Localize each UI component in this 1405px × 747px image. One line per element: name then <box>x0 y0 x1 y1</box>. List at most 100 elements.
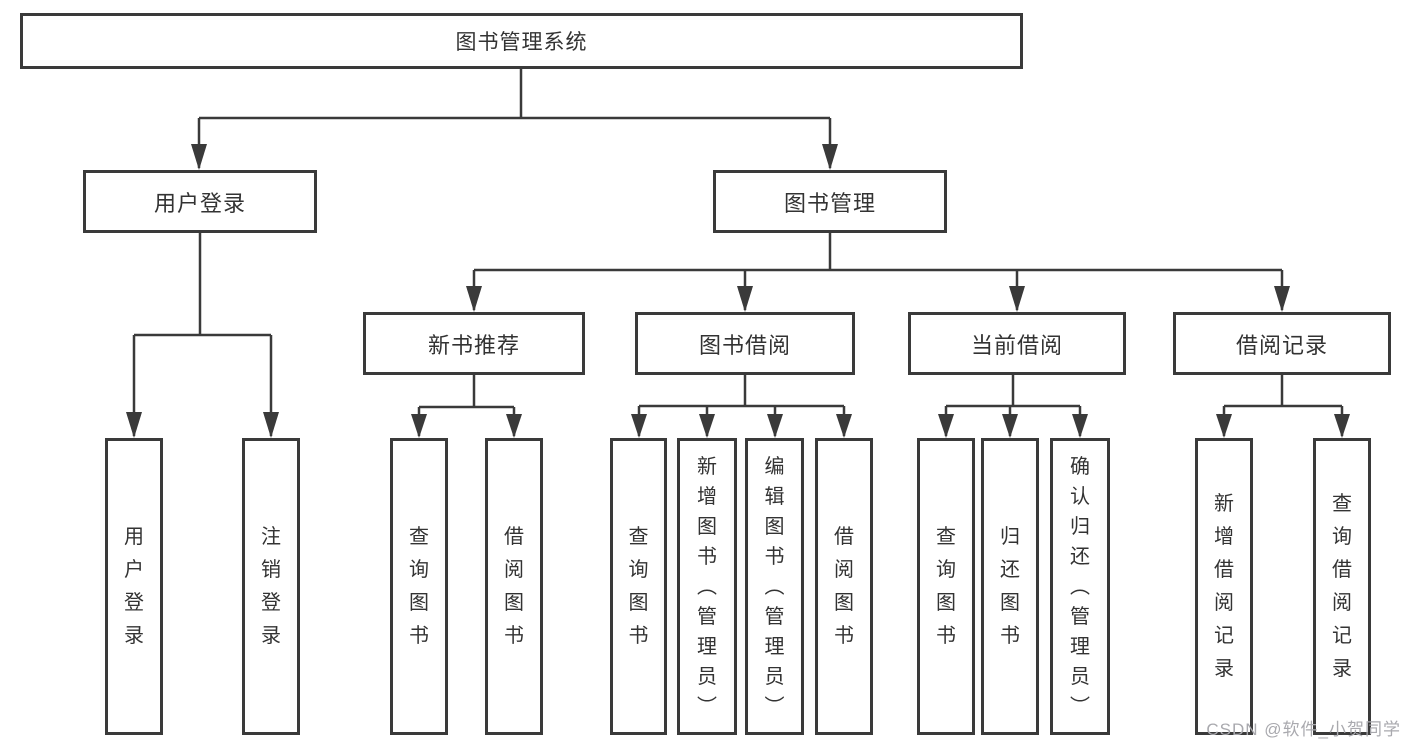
vertical-char: 查 <box>936 525 956 548</box>
vertical-char: 书 <box>834 624 854 647</box>
vertical-char: 查 <box>628 525 649 548</box>
vertical-char: ︵ <box>764 575 785 598</box>
vertical-char: 图 <box>834 591 854 614</box>
vertical-char: 图 <box>697 515 717 538</box>
vertical-char: 图 <box>409 591 429 614</box>
vertical-char: 记 <box>1214 624 1234 647</box>
vertical-char: 询 <box>409 558 429 581</box>
node-leaf-logout: 注销登录 <box>242 438 300 735</box>
vertical-char: 图 <box>764 515 785 538</box>
vertical-char: 管 <box>1070 605 1090 628</box>
node-leaf-rec-borrow-books: 借阅图书 <box>485 438 543 735</box>
vertical-char: 确 <box>1070 455 1090 478</box>
vertical-char: 注 <box>261 525 281 548</box>
arrowhead <box>411 414 427 438</box>
vertical-char: 书 <box>409 624 429 647</box>
arrowhead <box>822 144 838 170</box>
arrowhead <box>1002 414 1018 438</box>
vertical-char: ︶ <box>1070 695 1090 718</box>
vertical-char: 借 <box>834 525 854 548</box>
vertical-char: 新 <box>1214 492 1234 515</box>
vertical-char: 录 <box>1332 657 1352 680</box>
vertical-char: 查 <box>1332 492 1352 515</box>
vertical-char: 图 <box>936 591 956 614</box>
connector-new-book-rec <box>417 375 516 436</box>
vertical-char: 认 <box>1070 485 1090 508</box>
vertical-char: 增 <box>1214 525 1234 548</box>
vertical-char: 书 <box>764 545 785 568</box>
vertical-char: 理 <box>697 635 717 658</box>
arrowhead <box>836 414 852 438</box>
node-book-management: 图书管理 <box>713 170 947 233</box>
vertical-char: 登 <box>124 591 144 614</box>
node-leaf-user-login: 用户登录 <box>105 438 163 735</box>
vertical-char: 管 <box>764 605 785 628</box>
node-leaf-bb-borrow-books: 借阅图书 <box>815 438 873 735</box>
node-leaf-cb-return-books: 归还图书 <box>981 438 1039 735</box>
vertical-char: 借 <box>504 525 524 548</box>
vertical-char: 阅 <box>504 558 524 581</box>
vertical-char: 归 <box>1000 525 1020 548</box>
arrowhead <box>699 414 715 438</box>
vertical-char: 编 <box>764 455 785 478</box>
vertical-char: 书 <box>697 545 717 568</box>
vertical-char: 询 <box>936 558 956 581</box>
vertical-char: 图 <box>628 591 649 614</box>
arrowhead <box>1216 414 1232 438</box>
arrowhead <box>506 414 522 438</box>
vertical-char: 新 <box>697 455 717 478</box>
arrowhead <box>466 286 482 312</box>
node-leaf-br-add-record: 新增借阅记录 <box>1195 438 1253 735</box>
vertical-char: 还 <box>1000 558 1020 581</box>
vertical-char: 阅 <box>834 558 854 581</box>
vertical-char: 录 <box>124 624 144 647</box>
vertical-char: 员 <box>697 665 717 688</box>
vertical-char: 登 <box>261 591 281 614</box>
vertical-char: 查 <box>409 525 429 548</box>
vertical-char: 阅 <box>1214 591 1234 614</box>
connector-root <box>197 68 832 168</box>
node-book-borrowing: 图书借阅 <box>635 312 855 375</box>
vertical-char: 户 <box>124 558 144 581</box>
vertical-char: 录 <box>261 624 281 647</box>
vertical-char: 图 <box>1000 591 1020 614</box>
arrowhead <box>263 412 279 438</box>
vertical-char: 书 <box>1000 624 1020 647</box>
vertical-char: ︶ <box>764 695 785 718</box>
node-leaf-bb-add-books-admin: 新增图书︵管理员︶ <box>677 438 737 735</box>
vertical-char: 询 <box>628 558 649 581</box>
node-borrowing-records: 借阅记录 <box>1173 312 1391 375</box>
connector-book-mgmt <box>472 233 1284 310</box>
node-leaf-cb-confirm-return-admin: 确认归还︵管理员︶ <box>1050 438 1110 735</box>
vertical-char: 图 <box>504 591 524 614</box>
vertical-char: 借 <box>1214 558 1234 581</box>
connector-borrow-record <box>1222 375 1344 436</box>
vertical-char: 阅 <box>1332 591 1352 614</box>
node-new-book-recommend: 新书推荐 <box>363 312 585 375</box>
node-current-borrowing: 当前借阅 <box>908 312 1126 375</box>
arrowhead <box>126 412 142 438</box>
vertical-char: 还 <box>1070 545 1090 568</box>
vertical-char: 销 <box>261 558 281 581</box>
vertical-char: 员 <box>764 665 785 688</box>
node-leaf-rec-query-books: 查询图书 <box>390 438 448 735</box>
vertical-char: 记 <box>1332 624 1352 647</box>
vertical-char: 归 <box>1070 515 1090 538</box>
vertical-char: 员 <box>1070 665 1090 688</box>
arrowhead <box>1009 286 1025 312</box>
arrowhead <box>1334 414 1350 438</box>
vertical-char: 书 <box>628 624 649 647</box>
arrowheads <box>126 144 1350 438</box>
vertical-char: 书 <box>936 624 956 647</box>
vertical-char: ︵ <box>1070 575 1090 598</box>
watermark: CSDN @软件_小贺同学 <box>1206 720 1401 739</box>
vertical-char: 管 <box>697 605 717 628</box>
vertical-char: 书 <box>504 624 524 647</box>
vertical-char: 理 <box>764 635 785 658</box>
vertical-char: 辑 <box>764 485 785 508</box>
arrowhead <box>1072 414 1088 438</box>
node-leaf-cb-query-books: 查询图书 <box>917 438 975 735</box>
arrowhead <box>767 414 783 438</box>
